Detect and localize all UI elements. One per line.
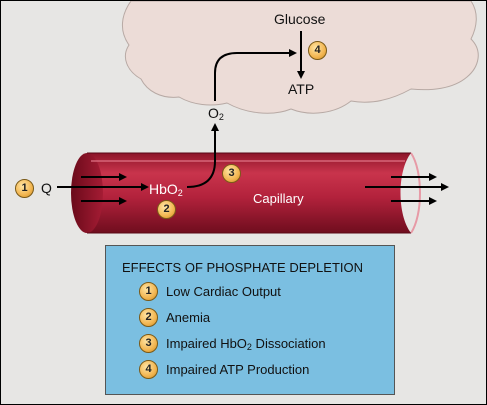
legend-item-label: Impaired ATP Production — [166, 361, 310, 377]
capillary-label: Capillary — [253, 191, 304, 206]
flow-arrows — [57, 31, 449, 205]
legend-item-label: Anemia — [166, 309, 211, 325]
legend-badge: 3 — [139, 333, 158, 353]
glucose-label: Glucose — [274, 11, 326, 27]
capillary-vessel — [71, 152, 421, 234]
atp-label: ATP — [288, 81, 315, 97]
badge-4: 4 — [308, 41, 327, 60]
legend-item-label: Impaired HbO2 Dissociation — [166, 335, 326, 352]
hbo2-label: HbO2 — [149, 181, 183, 198]
q-label: Q — [41, 180, 52, 196]
o2-label: O2 — [208, 105, 224, 122]
legend-badge: 2 — [139, 307, 158, 327]
badge-1: 1 — [15, 179, 34, 198]
badge-2: 2 — [157, 200, 176, 219]
legend-badge: 4 — [139, 359, 158, 379]
legend-box: EFFECTS OF PHOSPHATE DEPLETION 1 Low Car… — [105, 245, 395, 395]
legend-item-atp-production: 4 Impaired ATP Production — [139, 359, 310, 379]
legend-item-anemia: 2 Anemia — [139, 307, 211, 327]
badge-3: 3 — [222, 164, 241, 183]
legend-item-hbo2-dissociation: 3 Impaired HbO2 Dissociation — [139, 333, 326, 353]
legend-item-low-cardiac-output: 1 Low Cardiac Output — [139, 281, 281, 301]
legend-item-label: Low Cardiac Output — [166, 283, 281, 299]
legend-badge: 1 — [139, 281, 158, 301]
legend-title: EFFECTS OF PHOSPHATE DEPLETION — [122, 260, 364, 275]
